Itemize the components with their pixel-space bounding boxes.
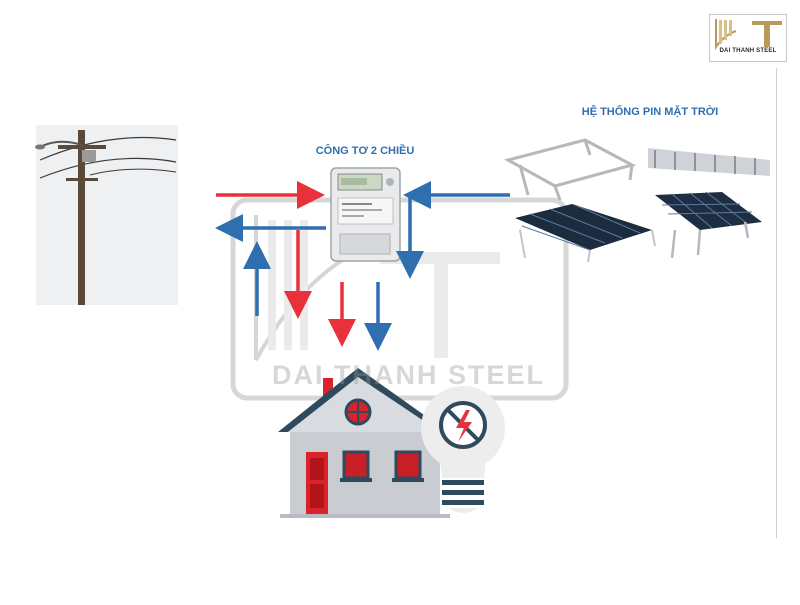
no-power-bulb-icon — [421, 386, 505, 513]
solar-system-label: HỆ THỐNG PIN MẶT TRỜI — [581, 106, 719, 118]
solar-panel-icon — [503, 138, 770, 263]
logo-text: DAI THANH STEEL — [719, 48, 777, 54]
watermark-text: DAI THANH STEEL — [272, 360, 545, 390]
brand-logo: DAI THANH STEEL — [709, 14, 787, 62]
logo-mark-icon — [715, 19, 782, 51]
utility-pole-icon — [35, 125, 178, 305]
bidirectional-meter-icon — [330, 167, 401, 262]
meter-label: CÔNG TƠ 2 CHIỀU — [315, 145, 415, 157]
energy-flow-arrows — [215, 181, 510, 351]
right-edge-divider — [776, 68, 777, 538]
